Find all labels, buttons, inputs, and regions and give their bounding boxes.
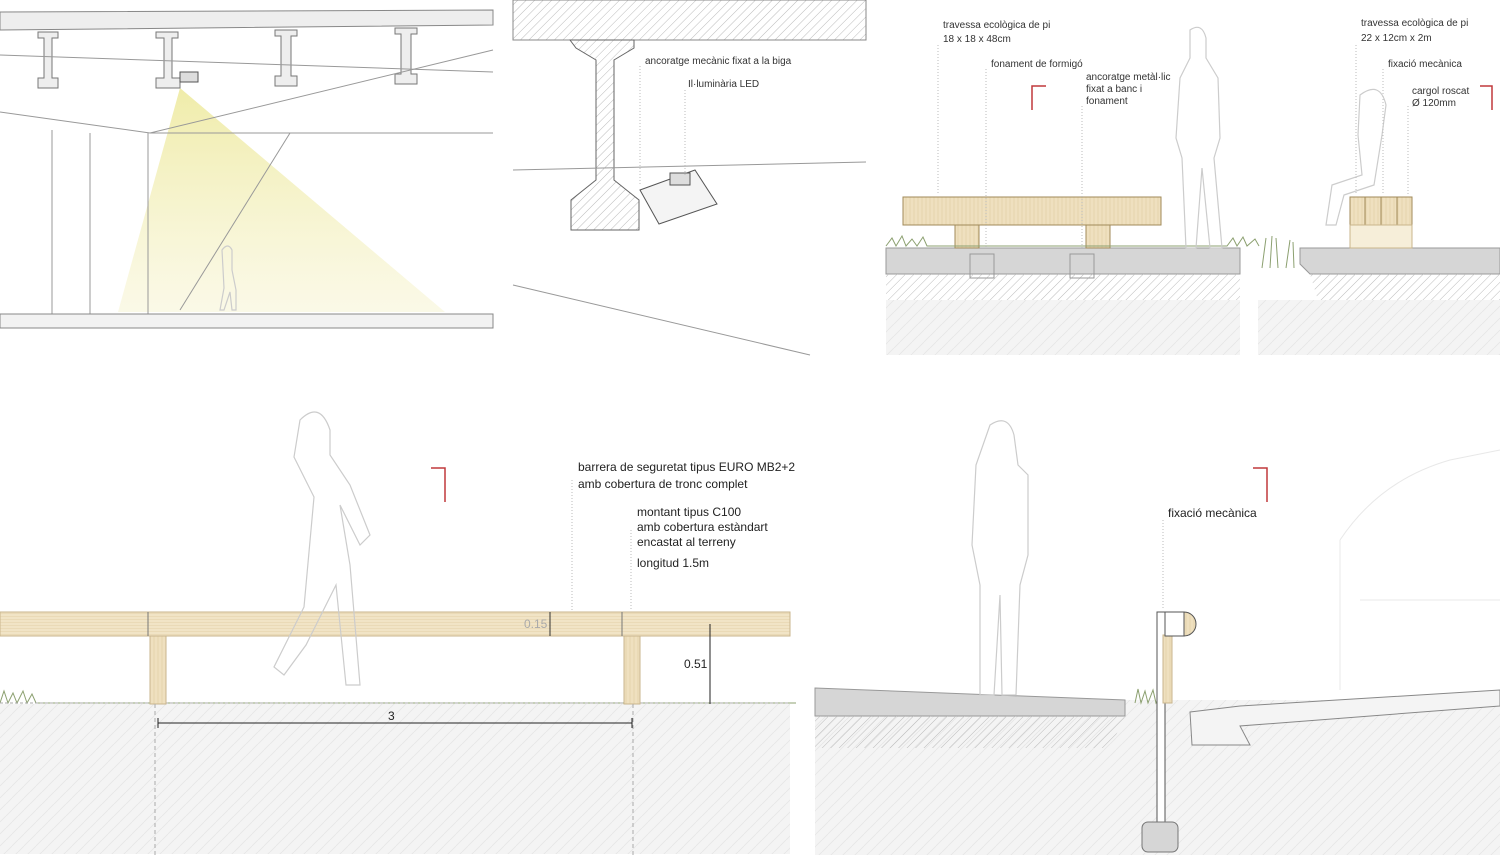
section-mark-icon (431, 467, 446, 502)
anchor-label: ancoratge metàl·lic (1086, 72, 1170, 83)
barrier-rail (0, 611, 791, 637)
bench-section: travessa ecològica de pi 18 x 18 x 48cm … (885, 20, 1260, 355)
barrier-post (623, 635, 641, 705)
post-label: encastat al terreny (637, 535, 736, 549)
sidewalk-slab (814, 687, 1126, 717)
span-dimension: 3 (388, 709, 395, 723)
section-mark-icon (1480, 85, 1493, 110)
concrete-beams (37, 27, 418, 89)
bolt-label: cargol roscat (1412, 86, 1469, 97)
light-cone (118, 88, 445, 312)
barrier-elevation: 0.15 0.51 3 barrera de seguretat tipus E… (0, 411, 796, 855)
post-height-dimension: 0.51 (684, 657, 708, 671)
road-curb (1189, 689, 1500, 746)
barrier-post (149, 635, 167, 705)
fixing-label: fixació mecànica (1388, 59, 1462, 70)
led-luminaire-icon (179, 71, 199, 83)
car-outline (1339, 449, 1500, 690)
foundation-label: fonament de formigó (991, 59, 1083, 70)
anchor-label: ancoratge mecànic fixat a la biga (645, 56, 792, 67)
standing-person-silhouette (971, 420, 1029, 696)
rail-height-dimension: 0.15 (524, 617, 548, 631)
luminaire-label: Il·luminària LED (688, 79, 759, 90)
underpass-lighting-view (0, 9, 494, 329)
length-label: longitud 1.5m (637, 556, 709, 570)
barrier-label: barrera de seguretat tipus EURO MB2+2 (578, 460, 795, 474)
post-label: amb cobertura estàndart (637, 520, 768, 534)
section-mark-icon (1253, 467, 1268, 502)
anchor-label: fonament (1086, 96, 1128, 107)
anchor-label: fixat a banc i (1086, 84, 1142, 95)
section-mark-icon (1031, 85, 1046, 110)
sleeper-size-label: 18 x 18 x 48cm (943, 34, 1011, 45)
sleeper-label: travessa ecològica de pi (1361, 18, 1468, 29)
bench-side-section: travessa ecològica de pi 22 x 12cm x 2m … (1258, 18, 1500, 355)
pedestrian-silhouette (219, 245, 237, 311)
bench-seat (902, 196, 1162, 226)
sleeper-size-label: 22 x 12cm x 2m (1361, 33, 1432, 44)
bolt-diameter-label: Ø 120mm (1412, 98, 1456, 109)
barrier-label: amb cobertura de tronc complet (578, 477, 748, 491)
beam-section (569, 39, 640, 231)
concrete-foundation (885, 247, 1241, 275)
seated-person-silhouette (1325, 88, 1387, 226)
sleeper-label: travessa ecològica de pi (943, 20, 1050, 31)
post-label: montant tipus C100 (637, 505, 741, 519)
luminaire-detail: ancoratge mecànic fixat a la biga Il·lum… (512, 0, 867, 356)
fixing-label: fixació mecànica (1168, 506, 1257, 520)
barrier-section: fixació mecànica (814, 420, 1500, 855)
walking-person-silhouette (273, 411, 371, 686)
standing-person-silhouette (1175, 26, 1223, 249)
rail-section (1183, 611, 1197, 637)
